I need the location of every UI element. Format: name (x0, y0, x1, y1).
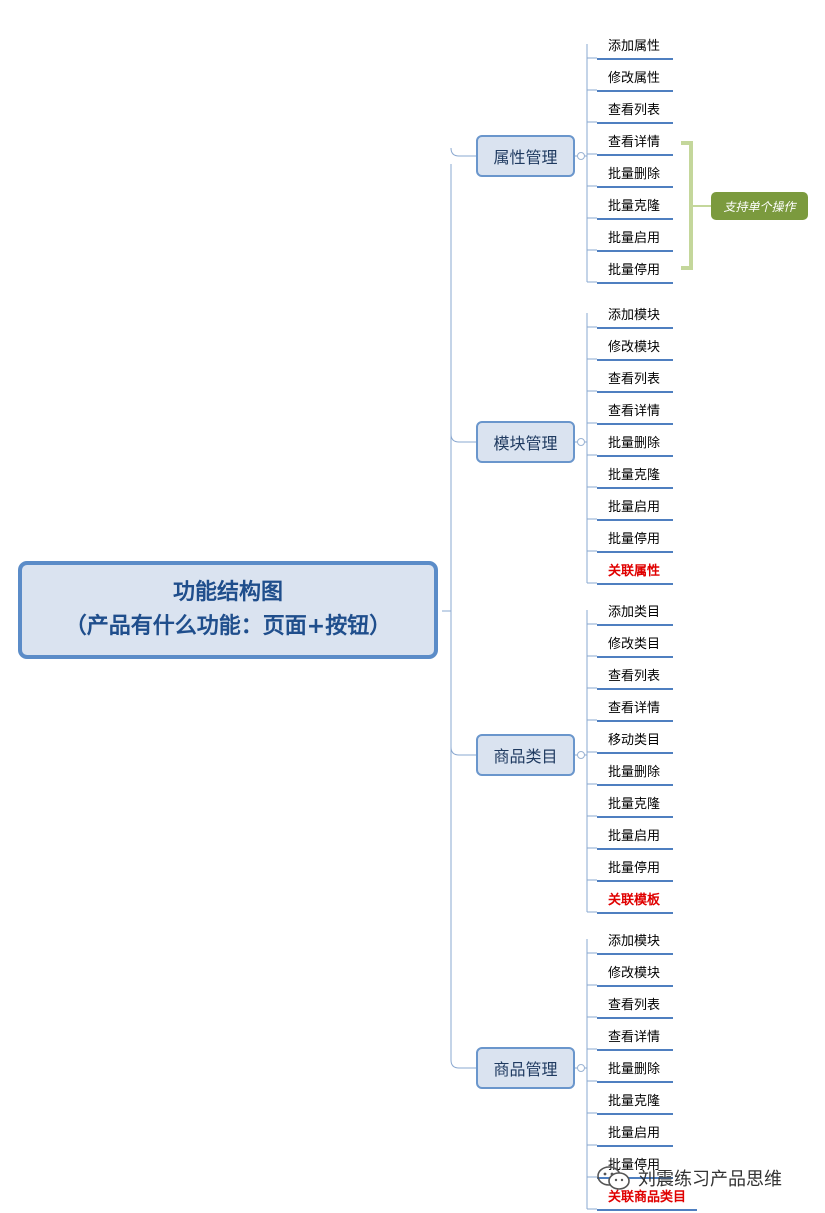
leaf-item[interactable]: 关联模板 (597, 882, 673, 914)
collapse-toggle-icon[interactable] (577, 152, 585, 160)
leaf-item[interactable]: 批量删除 (597, 1051, 673, 1083)
watermark-text: 刘震练习产品思维 (638, 1169, 782, 1190)
leaf-item[interactable]: 查看详情 (597, 124, 673, 156)
leaf-item[interactable]: 添加模块 (597, 297, 673, 329)
leaf-item[interactable]: 批量克隆 (597, 457, 673, 489)
leaf-item[interactable]: 批量停用 (597, 252, 673, 284)
leaf-item[interactable]: 添加模块 (597, 923, 673, 955)
collapse-toggle-icon[interactable] (577, 1064, 585, 1072)
leaf-item[interactable]: 批量删除 (597, 156, 673, 188)
leaf-item[interactable]: 批量删除 (597, 425, 673, 457)
root-title: 功能结构图 (172, 580, 283, 605)
leaf-item[interactable]: 查看列表 (597, 658, 673, 690)
leaf-item[interactable]: 批量启用 (597, 818, 673, 850)
leaf-item[interactable]: 查看列表 (597, 92, 673, 124)
leaf-item[interactable]: 批量停用 (597, 850, 673, 882)
leaf-item[interactable]: 批量停用 (597, 521, 673, 553)
leaf-item[interactable]: 查看列表 (597, 361, 673, 393)
branch-node[interactable]: 模块管理 (476, 421, 575, 463)
collapse-toggle-icon[interactable] (577, 438, 585, 446)
branch-connector (450, 433, 476, 443)
branch-node[interactable]: 属性管理 (476, 135, 575, 177)
leaf-item[interactable]: 查看详情 (597, 393, 673, 425)
root-node[interactable]: 功能结构图 （产品有什么功能：页面+按钮） (18, 561, 438, 659)
leaf-item[interactable]: 查看列表 (597, 987, 673, 1019)
branch-node[interactable]: 商品管理 (476, 1047, 575, 1089)
leaf-item[interactable]: 批量克隆 (597, 188, 673, 220)
leaf-item[interactable]: 关联属性 (597, 553, 673, 585)
leaf-item[interactable]: 查看详情 (597, 690, 673, 722)
leaf-item[interactable]: 批量停用 (597, 1147, 673, 1179)
branch-connector (450, 147, 476, 157)
leaf-item[interactable]: 移动类目 (597, 722, 673, 754)
note-bracket (681, 141, 693, 270)
branch-node[interactable]: 商品类目 (476, 734, 575, 776)
wechat-icon (597, 1166, 630, 1190)
note-callout[interactable]: 支持单个操作 (711, 192, 808, 220)
leaf-item[interactable]: 修改模块 (597, 329, 673, 361)
leaf-item[interactable]: 修改模块 (597, 955, 673, 987)
leaf-item[interactable]: 修改属性 (597, 60, 673, 92)
leaf-item[interactable]: 批量克隆 (597, 1083, 673, 1115)
leaf-item[interactable]: 添加类目 (597, 594, 673, 626)
leaf-item[interactable]: 添加属性 (597, 28, 673, 60)
branch-connector (450, 746, 476, 756)
leaf-item[interactable]: 批量删除 (597, 754, 673, 786)
leaf-item[interactable]: 批量启用 (597, 1115, 673, 1147)
leaf-item[interactable]: 关联商品类目 (597, 1179, 697, 1211)
leaf-item[interactable]: 批量启用 (597, 220, 673, 252)
collapse-toggle-icon[interactable] (577, 751, 585, 759)
branch-connector (450, 1059, 476, 1069)
leaf-item[interactable]: 批量克隆 (597, 786, 673, 818)
watermark: 刘震练习产品思维 (596, 1162, 782, 1194)
leaf-item[interactable]: 批量启用 (597, 489, 673, 521)
root-subtitle: （产品有什么功能：页面+按钮） (64, 614, 392, 639)
leaf-item[interactable]: 查看详情 (597, 1019, 673, 1051)
leaf-item[interactable]: 修改类目 (597, 626, 673, 658)
